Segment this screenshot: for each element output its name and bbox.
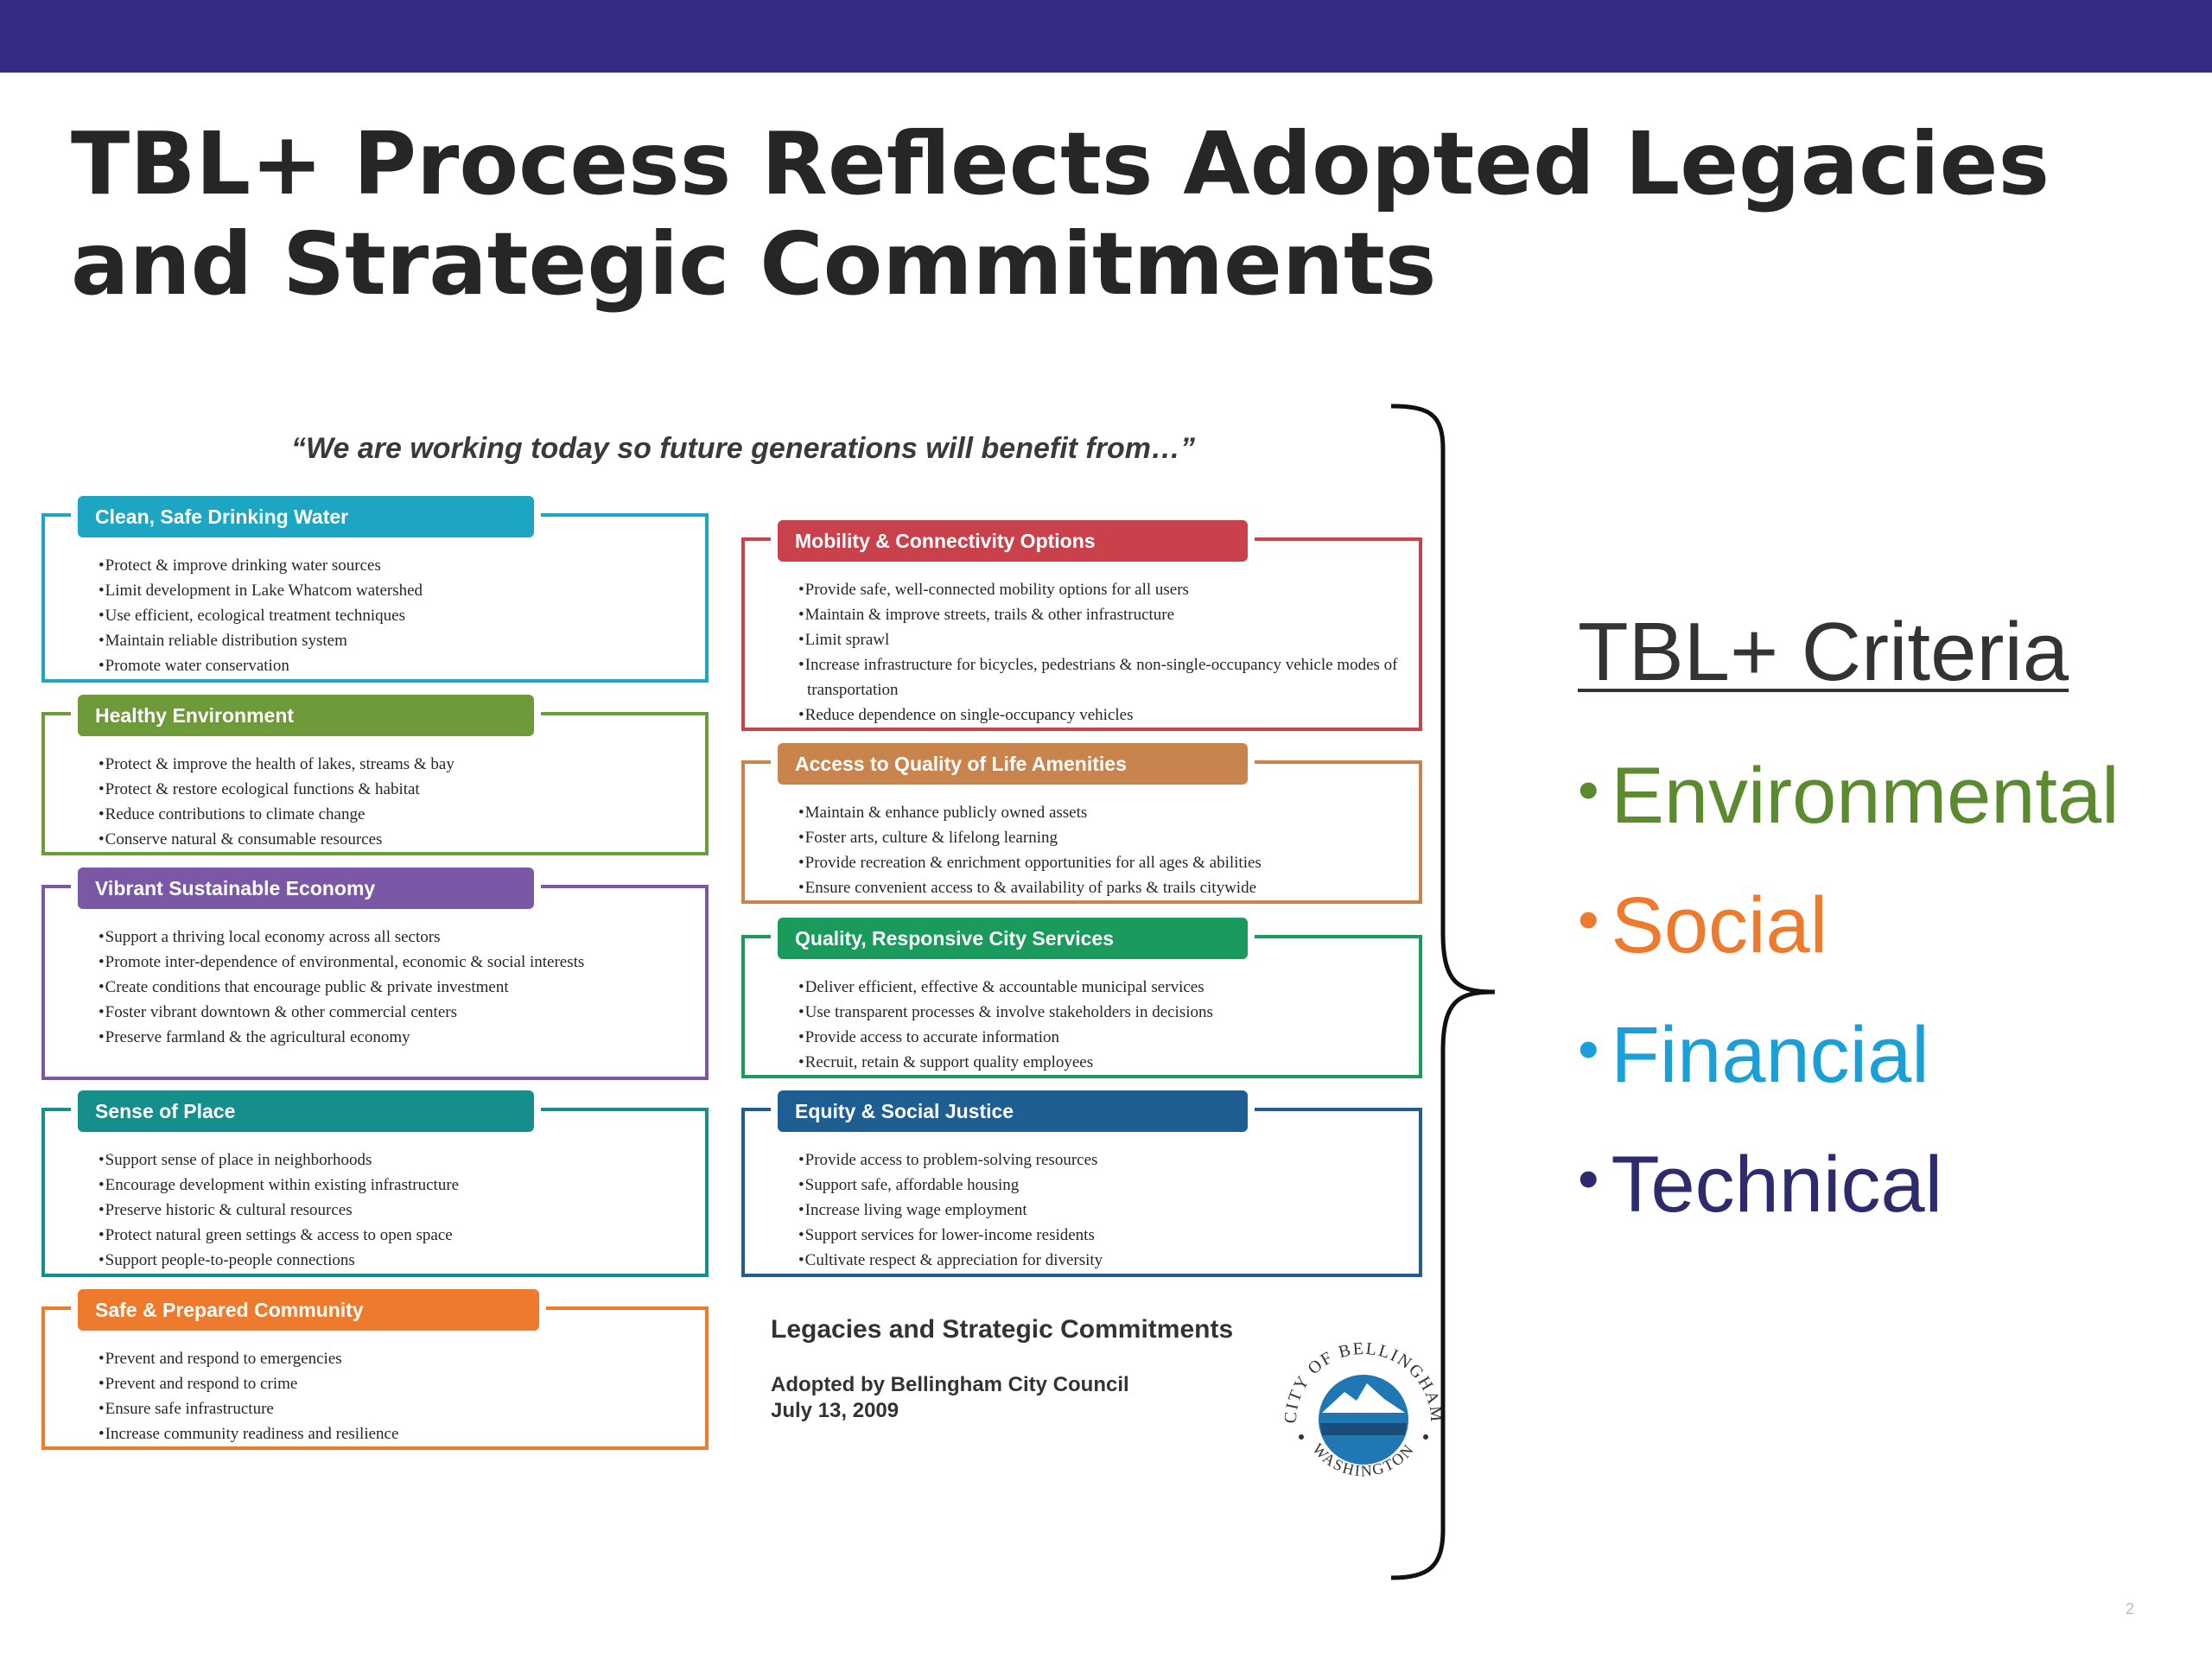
list-item: Deliver efficient, effective & accountab…: [798, 975, 1402, 1000]
adoption-note: Adopted by Bellingham City Council July …: [771, 1372, 1129, 1424]
list-item: Protect & improve the health of lakes, s…: [99, 752, 688, 777]
list-item: Support safe, affordable housing: [798, 1173, 1402, 1198]
list-item: Use transparent processes & involve stak…: [798, 1000, 1402, 1025]
box-header: Access to Quality of Life Amenities: [778, 743, 1248, 785]
city-seal-icon: CITY OF BELLINGHAM WASHINGTON: [1281, 1339, 1445, 1480]
legacies-title: Legacies and Strategic Commitments: [771, 1315, 1234, 1344]
page-number: 2: [2126, 1600, 2135, 1618]
list-item: Maintain & improve streets, trails & oth…: [798, 602, 1402, 627]
box-header: Mobility & Connectivity Options: [778, 520, 1248, 562]
box-header: Clean, Safe Drinking Water: [78, 496, 534, 537]
criteria-item-technical: •Technical: [1578, 1135, 1942, 1228]
list-item: Ensure convenient access to & availabili…: [798, 875, 1402, 900]
list-item: Provide access to problem-solving resour…: [798, 1147, 1402, 1173]
box-list: Prevent and respond to emergencies Preve…: [99, 1346, 688, 1446]
box-list: Protect & improve the health of lakes, s…: [99, 752, 688, 852]
list-item: Foster arts, culture & lifelong learning: [798, 825, 1402, 850]
list-item: Support people-to-people connections: [99, 1248, 688, 1273]
adopted-date: July 13, 2009: [771, 1399, 899, 1422]
criteria-title: TBL+ Criteria: [1578, 606, 2069, 698]
box-list: Maintain & enhance publicly owned assets…: [798, 800, 1402, 900]
figure-tagline: “We are working today so future generati…: [291, 432, 1195, 465]
criteria-label: Social: [1611, 881, 1828, 969]
box-equity-social-justice: Equity & Social Justice Provide access t…: [741, 1090, 1422, 1277]
box-healthy-environment: Healthy Environment Protect & improve th…: [41, 695, 709, 855]
list-item: Promote water conservation: [99, 653, 688, 678]
list-item: Encourage development within existing in…: [99, 1173, 688, 1198]
box-city-services: Quality, Responsive City Services Delive…: [741, 918, 1422, 1078]
bullet: •: [1578, 756, 1599, 823]
list-item: Foster vibrant downtown & other commerci…: [99, 1000, 688, 1025]
list-item: Create conditions that encourage public …: [99, 975, 688, 1000]
box-clean-safe-drinking-water: Clean, Safe Drinking Water Protect & imp…: [41, 496, 709, 683]
slide-title: TBL+ Process Reflects Adopted Legacies a…: [71, 113, 2050, 315]
box-mobility-connectivity: Mobility & Connectivity Options Provide …: [741, 520, 1422, 731]
list-item: Preserve historic & cultural resources: [99, 1198, 688, 1223]
list-item: Preserve farmland & the agricultural eco…: [99, 1025, 688, 1050]
curly-brace-icon: [1390, 404, 1496, 1580]
criteria-label: Technical: [1611, 1141, 1943, 1229]
list-item: Cultivate respect & appreciation for div…: [798, 1248, 1402, 1273]
adopted-by: Adopted by Bellingham City Council: [771, 1373, 1129, 1396]
list-item: Protect & improve drinking water sources: [99, 553, 688, 578]
box-list: Provide access to problem-solving resour…: [798, 1147, 1402, 1273]
criteria-item-environmental: •Environmental: [1578, 747, 2120, 839]
list-item: Reduce contributions to climate change: [99, 802, 688, 827]
box-list: Deliver efficient, effective & accountab…: [798, 975, 1402, 1075]
criteria-item-social: •Social: [1578, 876, 1827, 969]
list-item: Support a thriving local economy across …: [99, 925, 688, 950]
list-item: Protect natural green settings & access …: [99, 1223, 688, 1248]
list-item: Limit sprawl: [798, 627, 1402, 652]
list-item: Provide safe, well-connected mobility op…: [798, 577, 1402, 602]
box-list: Provide safe, well-connected mobility op…: [798, 577, 1402, 728]
box-header: Sense of Place: [78, 1090, 534, 1132]
top-banner: [0, 0, 2212, 73]
box-header: Quality, Responsive City Services: [778, 918, 1248, 959]
list-item: Reduce dependence on single-occupancy ve…: [798, 702, 1402, 728]
box-safe-prepared-community: Safe & Prepared Community Prevent and re…: [41, 1289, 709, 1450]
list-item: Protect & restore ecological functions &…: [99, 777, 688, 802]
box-list: Support a thriving local economy across …: [99, 925, 688, 1050]
box-vibrant-sustainable-economy: Vibrant Sustainable Economy Support a th…: [41, 868, 709, 1080]
box-header: Vibrant Sustainable Economy: [78, 868, 534, 909]
list-item: Use efficient, ecological treatment tech…: [99, 603, 688, 628]
list-item: Support sense of place in neighborhoods: [99, 1147, 688, 1173]
box-list: Protect & improve drinking water sources…: [99, 553, 688, 678]
list-item: Provide access to accurate information: [798, 1025, 1402, 1050]
list-item: Prevent and respond to emergencies: [99, 1346, 688, 1371]
criteria-label: Financial: [1611, 1011, 1929, 1099]
list-item: Recruit, retain & support quality employ…: [798, 1050, 1402, 1075]
list-item: Limit development in Lake Whatcom waters…: [99, 578, 688, 603]
list-item: Prevent and respond to crime: [99, 1371, 688, 1396]
list-item: Conserve natural & consumable resources: [99, 827, 688, 852]
box-header: Safe & Prepared Community: [78, 1289, 539, 1331]
box-sense-of-place: Sense of Place Support sense of place in…: [41, 1090, 709, 1277]
box-header: Healthy Environment: [78, 695, 534, 736]
list-item: Ensure safe infrastructure: [99, 1396, 688, 1421]
criteria-item-financial: •Financial: [1578, 1006, 1929, 1098]
criteria-label: Environmental: [1611, 752, 2120, 840]
list-item: Increase infrastructure for bicycles, pe…: [798, 652, 1402, 702]
bullet: •: [1578, 1145, 1599, 1212]
list-item: Maintain & enhance publicly owned assets: [798, 800, 1402, 825]
list-item: Support services for lower-income reside…: [798, 1223, 1402, 1248]
list-item: Promote inter-dependence of environmenta…: [99, 950, 688, 975]
list-item: Increase community readiness and resilie…: [99, 1421, 688, 1446]
box-list: Support sense of place in neighborhoods …: [99, 1147, 688, 1273]
list-item: Maintain reliable distribution system: [99, 628, 688, 653]
box-quality-of-life-amenities: Access to Quality of Life Amenities Main…: [741, 743, 1422, 904]
bullet: •: [1578, 886, 1599, 953]
list-item: Increase living wage employment: [798, 1198, 1402, 1223]
box-header: Equity & Social Justice: [778, 1090, 1248, 1132]
list-item: Provide recreation & enrichment opportun…: [798, 850, 1402, 875]
bullet: •: [1578, 1015, 1599, 1083]
